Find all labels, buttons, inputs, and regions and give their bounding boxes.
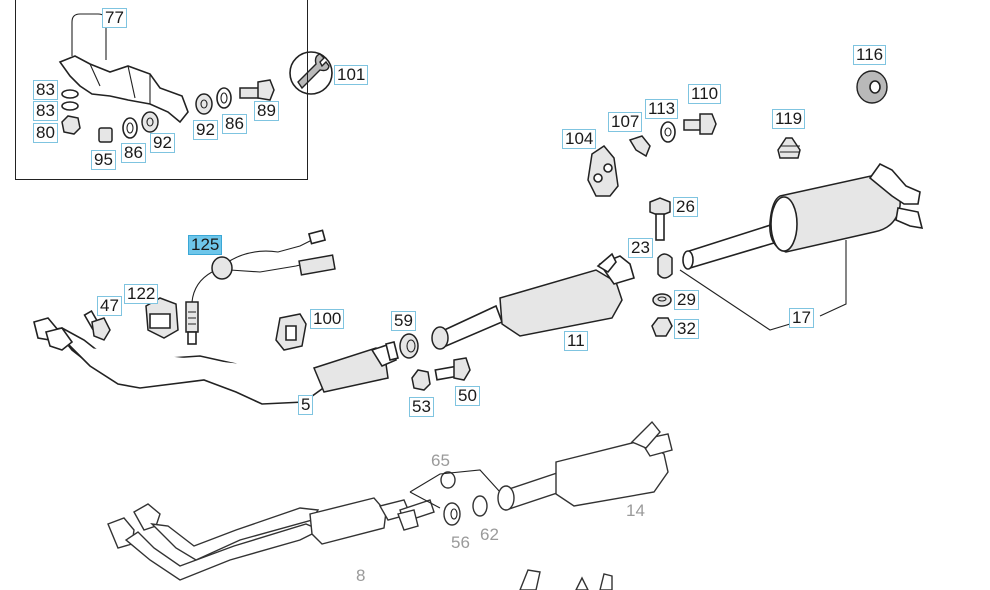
bushing-59 <box>399 333 419 359</box>
callout-83[interactable]: 83 <box>33 80 58 100</box>
callout-5[interactable]: 5 <box>298 395 314 415</box>
bushing-65 <box>440 471 456 489</box>
callout-59[interactable]: 59 <box>391 311 416 331</box>
bracket-122 <box>145 297 179 339</box>
clip-107 <box>628 135 651 158</box>
bushing-92a <box>141 111 159 133</box>
hanger-100 <box>275 313 307 351</box>
callout-92[interactable]: 92 <box>193 120 218 140</box>
callout-47[interactable]: 47 <box>97 296 122 316</box>
callout-101[interactable]: 101 <box>334 65 369 85</box>
callout-86[interactable]: 86 <box>222 114 247 134</box>
washer-86b <box>216 87 232 109</box>
callout-89[interactable]: 89 <box>254 101 279 121</box>
callout-104[interactable]: 104 <box>562 129 597 149</box>
clamp-23 <box>657 253 673 279</box>
callout-8[interactable]: 8 <box>356 566 366 585</box>
bolt-89 <box>239 79 275 101</box>
bushing-92b <box>195 93 213 115</box>
wrench-circle-101 <box>289 51 333 95</box>
callout-83[interactable]: 83 <box>33 101 58 121</box>
callout-62[interactable]: 62 <box>480 525 499 544</box>
front-pipe-8 <box>107 497 435 581</box>
callout-122[interactable]: 122 <box>124 284 159 304</box>
callout-119[interactable]: 119 <box>772 109 806 129</box>
callout-125[interactable]: 125 <box>188 235 223 255</box>
detail-inset-frame <box>15 0 308 180</box>
nut-53 <box>411 369 431 391</box>
callout-100[interactable]: 100 <box>310 309 345 329</box>
middle-muffler-14 <box>497 420 673 511</box>
front-pipe-5 <box>33 317 399 405</box>
callout-65[interactable]: 65 <box>431 451 450 470</box>
clamp-56 <box>443 502 461 526</box>
leader-lines-65 <box>409 469 501 509</box>
callout-17[interactable]: 17 <box>789 308 814 328</box>
callout-leaders-17 <box>679 240 847 331</box>
o2-sensor-125 <box>185 229 336 345</box>
lower-hangers <box>519 569 613 590</box>
bolt-95 <box>98 127 113 143</box>
bolt-26 <box>649 197 671 241</box>
rear-muffler <box>682 162 924 270</box>
bolt-50 <box>434 357 471 381</box>
callout-77[interactable]: 77 <box>102 8 127 28</box>
callout-50[interactable]: 50 <box>455 386 480 406</box>
nut-32 <box>651 317 673 337</box>
middle-muffler-11 <box>431 252 635 350</box>
washer-83b <box>61 101 79 111</box>
bushing-62 <box>472 495 488 517</box>
callout-110[interactable]: 110 <box>688 84 722 104</box>
washer-86a <box>122 117 138 139</box>
callout-95[interactable]: 95 <box>91 150 116 170</box>
callout-11[interactable]: 11 <box>564 331 588 351</box>
washer-83a <box>61 89 79 99</box>
callout-14[interactable]: 14 <box>626 501 645 520</box>
bushing-116 <box>856 70 888 104</box>
callout-86[interactable]: 86 <box>121 143 146 163</box>
callout-32[interactable]: 32 <box>674 319 699 339</box>
callout-26[interactable]: 26 <box>673 197 698 217</box>
callout-113[interactable]: 113 <box>645 99 679 119</box>
callout-107[interactable]: 107 <box>608 112 643 132</box>
callout-53[interactable]: 53 <box>409 397 434 417</box>
washer-29 <box>652 293 672 307</box>
callout-80[interactable]: 80 <box>33 123 58 143</box>
callout-29[interactable]: 29 <box>674 290 699 310</box>
bracket-inset <box>58 55 189 124</box>
callout-56[interactable]: 56 <box>451 533 470 552</box>
bolt-47 <box>83 309 111 341</box>
callout-23[interactable]: 23 <box>628 238 653 258</box>
washer-113 <box>660 121 676 143</box>
callout-116[interactable]: 116 <box>853 45 887 65</box>
nut-80 <box>61 115 81 135</box>
hanger-104 <box>587 145 619 197</box>
bolt-110 <box>683 113 717 135</box>
callout-92[interactable]: 92 <box>150 133 175 153</box>
bump-stop-119 <box>777 137 801 159</box>
